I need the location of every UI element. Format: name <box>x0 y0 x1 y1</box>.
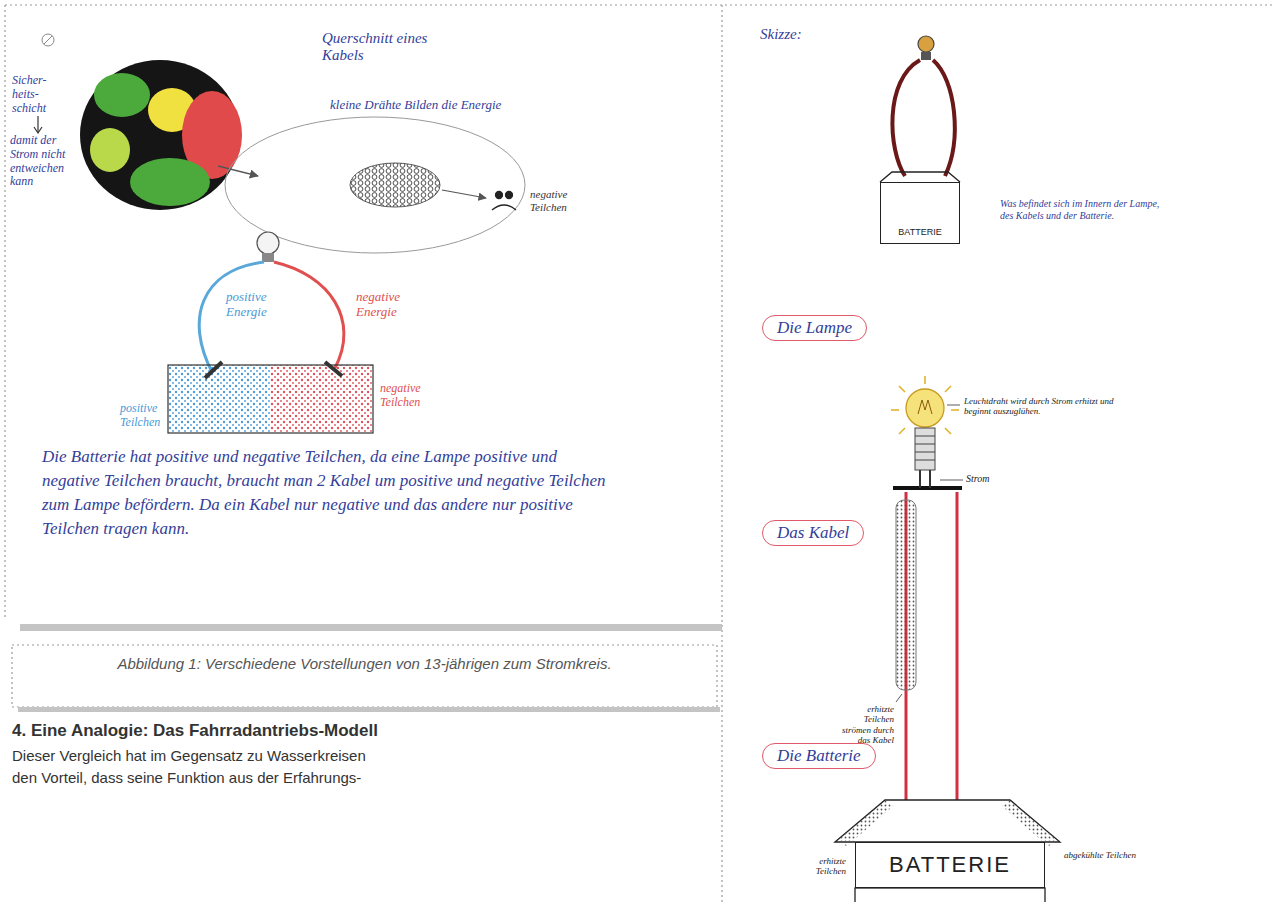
node-text: Die Lampe <box>777 318 852 338</box>
part-label: Sicher- heits- schicht <box>12 74 60 115</box>
particle-face <box>492 192 516 211</box>
frame <box>5 5 1275 902</box>
cable-cross-section <box>94 73 150 117</box>
particle-face <box>506 192 513 199</box>
shadow-bar <box>20 624 722 631</box>
pointer-arrow <box>34 127 42 133</box>
frame <box>721 5 722 902</box>
battery-box: BATTERIE <box>855 842 1045 888</box>
lamp-symbol <box>893 486 962 490</box>
lamp-symbol <box>920 470 930 488</box>
part-label: abgekühlte Teilchen <box>1064 850 1144 860</box>
zoom-arrow <box>218 166 258 176</box>
lamp-symbol <box>924 376 926 384</box>
part-note: damit der Strom nicht entweichen kann <box>10 134 76 189</box>
particle-face <box>496 192 503 199</box>
cable-cross-section <box>130 158 210 206</box>
part-label: Strom <box>966 473 990 485</box>
lamp-symbol <box>891 409 899 411</box>
lamp-symbol <box>257 232 279 254</box>
lamp-symbol <box>899 428 905 434</box>
lamp-symbol <box>915 436 935 460</box>
battery-symbol <box>270 365 373 433</box>
section-pill: Die Batterie <box>762 743 876 769</box>
node-text: BATTERIE <box>898 227 941 237</box>
lamp-symbol <box>921 52 931 60</box>
frame <box>5 4 1275 5</box>
figure-caption: Abbildung 1: Verschiedene Vorstellungen … <box>22 653 707 675</box>
battery-symbol <box>855 888 1045 902</box>
node-text: Das Kabel <box>777 523 849 543</box>
battery-symbol <box>205 362 222 378</box>
pointer-arrow <box>37 116 38 132</box>
scan-mark <box>44 36 52 44</box>
zoom-arrow <box>442 190 486 198</box>
pointer-arrow <box>34 116 42 133</box>
leader-line <box>947 405 960 406</box>
sketch-heading: Skizze: <box>760 26 802 43</box>
shadow-bar <box>18 707 720 712</box>
frame <box>4 5 5 620</box>
lamp-symbol <box>951 409 959 411</box>
wire <box>892 60 920 176</box>
section-heading: 4. Eine Analogie: Das Fahrradantriebs-Mo… <box>12 721 378 741</box>
part-label: erhitzte Teilchen <box>800 856 846 877</box>
node-text: Die Batterie <box>777 746 861 766</box>
lamp-symbol <box>891 376 959 434</box>
scan-mark <box>42 34 54 46</box>
zoom-outline <box>225 117 525 253</box>
lamp-symbol <box>257 232 279 262</box>
part-note: erhitzte Teilchen strömen durch das Kabe… <box>836 704 894 745</box>
particle-label: positive Teilchen <box>120 402 166 430</box>
wire <box>933 60 955 176</box>
wire-label: positive Energie <box>226 290 286 320</box>
lamp-symbol <box>915 428 935 470</box>
cable-coil <box>896 500 916 690</box>
battery-symbol <box>1002 800 1060 846</box>
battery-symbol <box>835 800 1060 902</box>
section-pill: Die Lampe <box>762 315 867 341</box>
leader-line <box>896 694 902 702</box>
part-note: kleine Drähte Bilden die Energie <box>330 98 560 113</box>
heading-note: Querschnitt eines Kabels <box>322 30 432 65</box>
student-explanation: Die Batterie hat positive und negative T… <box>42 445 612 541</box>
battery-box: BATTERIE <box>880 182 960 244</box>
battery-symbol <box>168 365 270 433</box>
particle-label: negative Teilchen <box>380 382 438 410</box>
wire-label: negative Energie <box>356 290 418 320</box>
lamp-symbol <box>891 376 962 488</box>
battery-symbol <box>168 362 373 433</box>
lamp-symbol <box>899 386 905 392</box>
lamp-symbol <box>918 400 932 414</box>
part-label: negative Teilchen <box>530 188 592 213</box>
scan-mark <box>42 34 54 46</box>
body-text: Dieser Vergleich hat im Gegensatz zu Was… <box>12 745 372 789</box>
wire <box>274 262 344 368</box>
wire <box>956 492 959 800</box>
particle-face <box>492 205 516 210</box>
section-pill: Das Kabel <box>762 520 864 546</box>
lamp-symbol <box>918 36 934 52</box>
cable-cross-section <box>80 60 242 210</box>
node-text: BATTERIE <box>889 852 1011 877</box>
battery-top <box>880 172 960 182</box>
battery-symbol <box>835 800 893 846</box>
cable-cross-section <box>90 128 130 172</box>
wire-scribble <box>350 163 440 207</box>
lamp-symbol <box>918 36 934 60</box>
lamp-symbol <box>906 389 944 427</box>
lamp-symbol <box>945 386 951 392</box>
question-note: Was befindet sich im Innern der Lampe, d… <box>1000 198 1160 221</box>
part-note: Leuchtdraht wird durch Strom erhitzt und… <box>964 396 1114 417</box>
battery-symbol <box>325 362 342 376</box>
lamp-symbol <box>945 428 951 434</box>
frame <box>12 645 717 707</box>
leader-line <box>940 480 963 481</box>
